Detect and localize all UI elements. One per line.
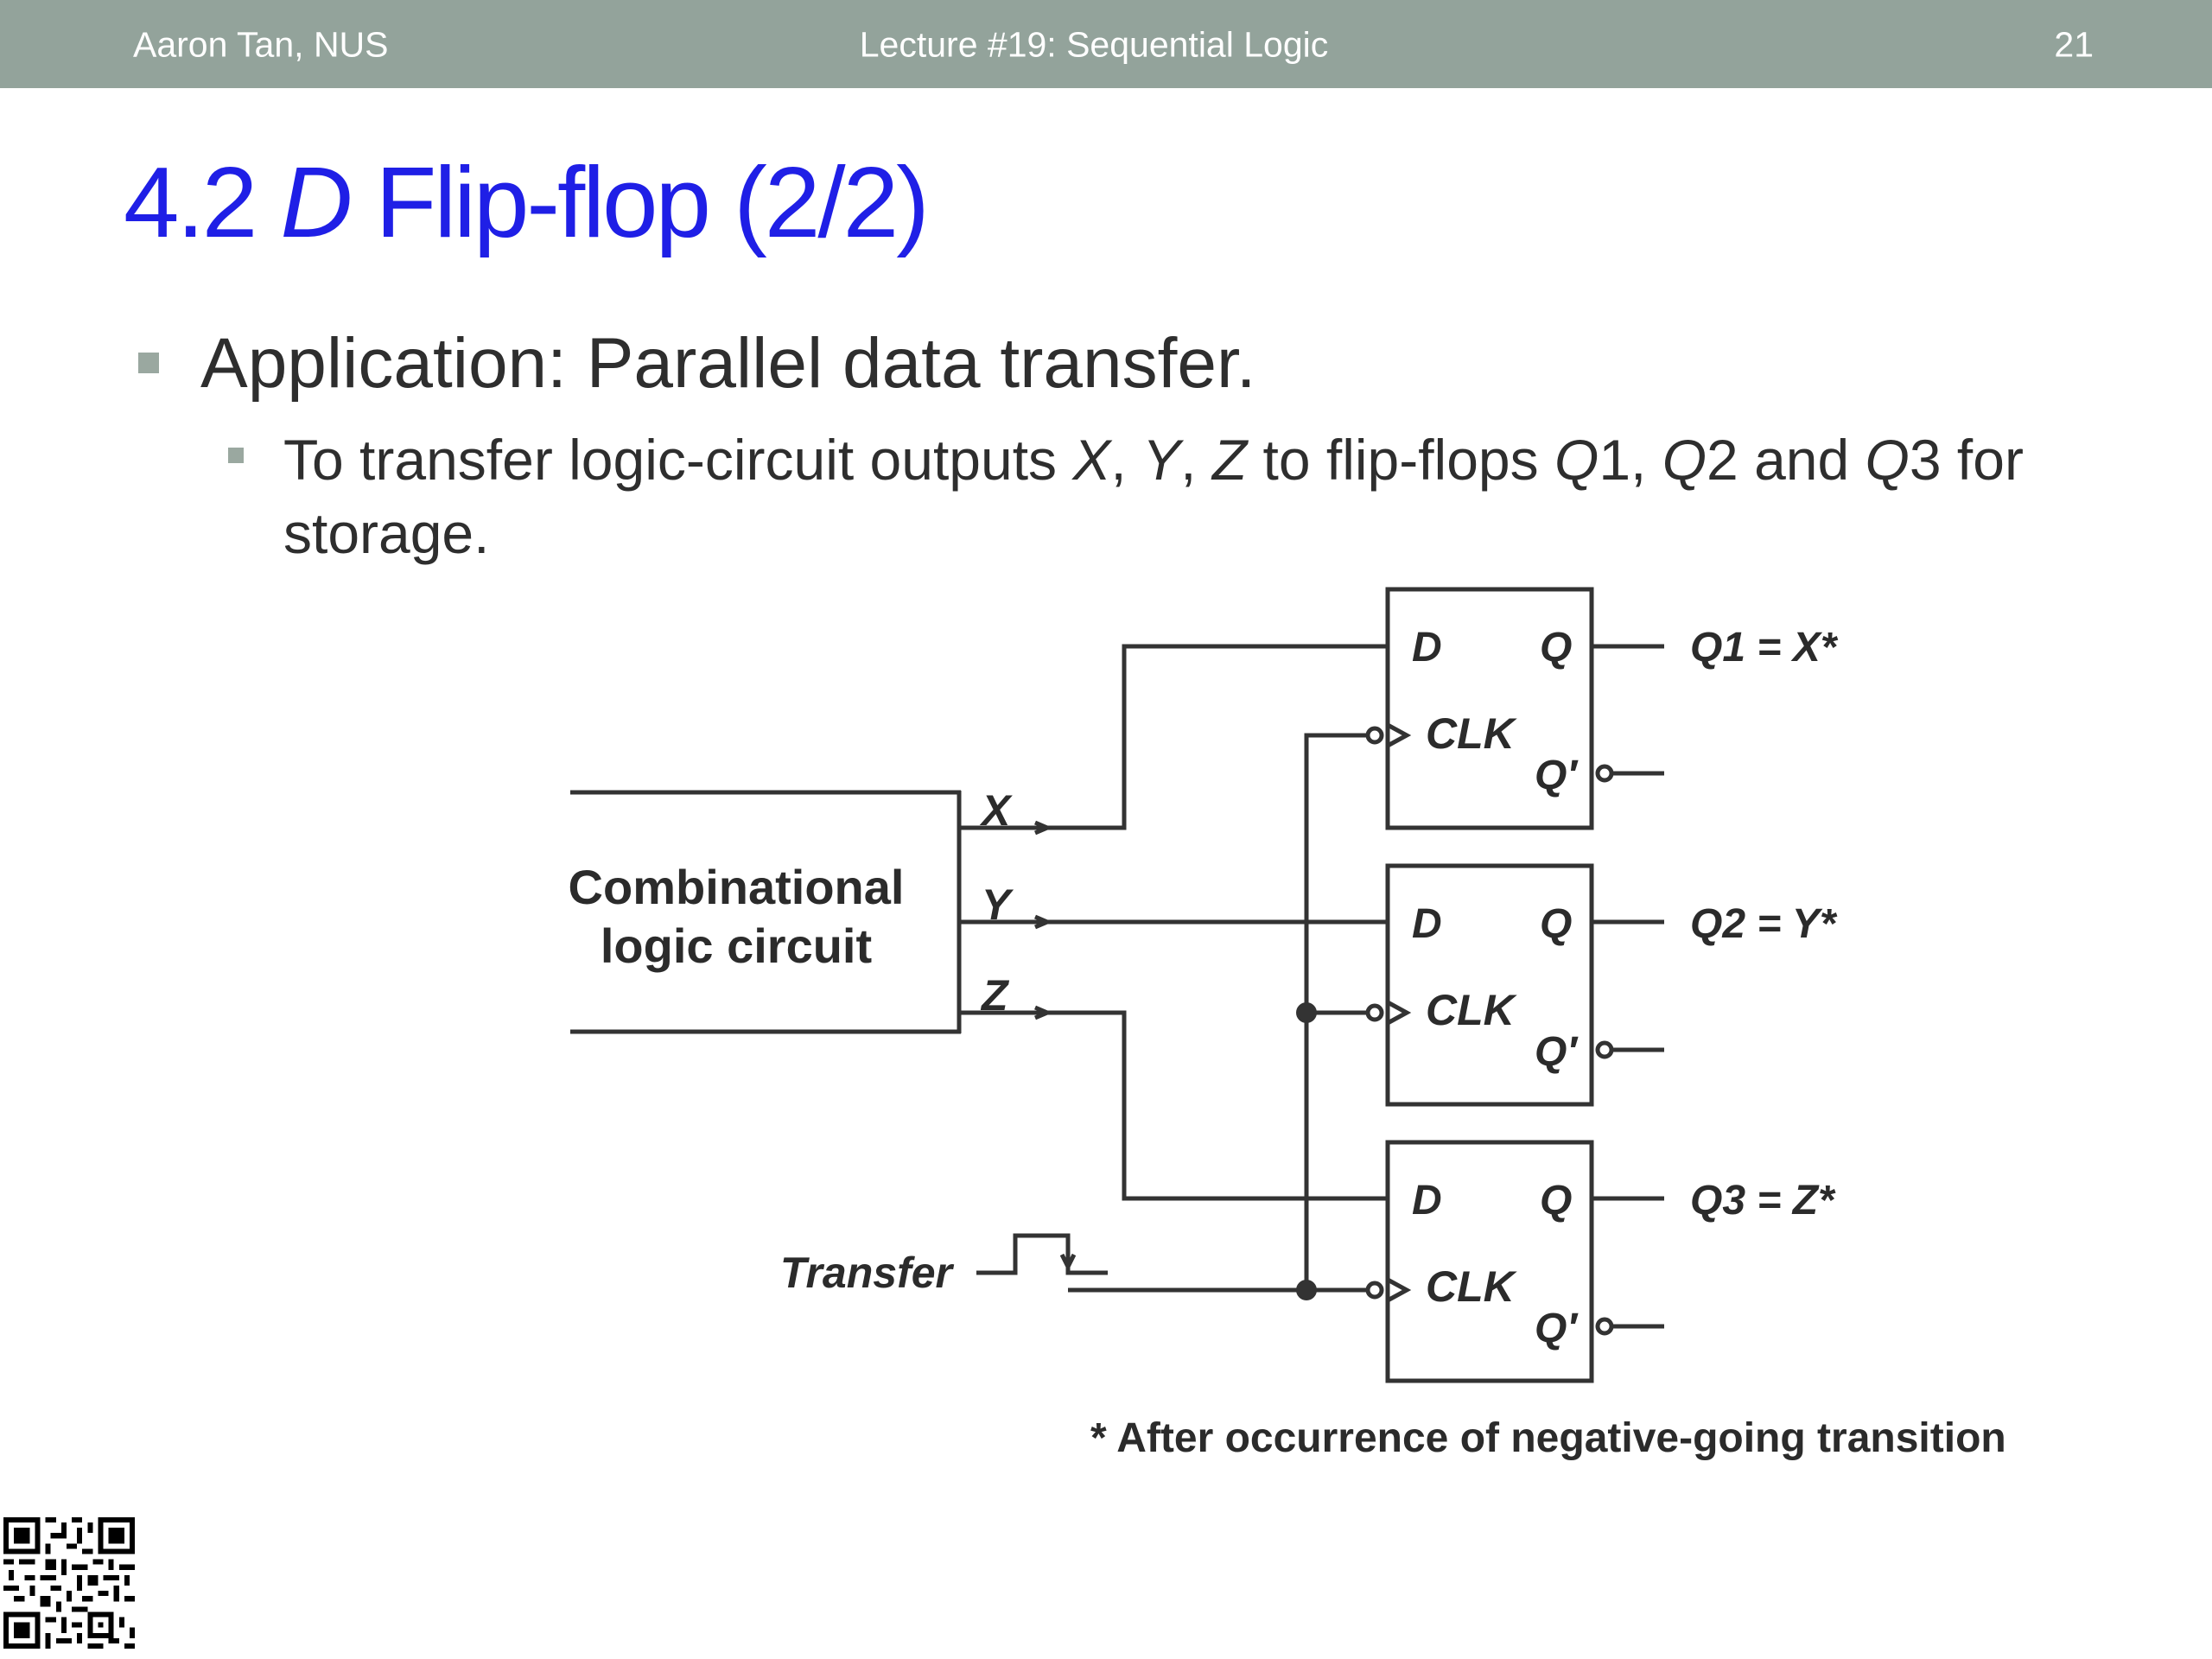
ff3-clk-label: CLK [1426, 1262, 1518, 1311]
sub-bullet-marker [228, 448, 244, 463]
label-x: X [979, 786, 1013, 835]
sub-var-q1: Q [1554, 428, 1599, 492]
header-author: Aaron Tan, NUS [133, 24, 389, 65]
ff2-d-label: D [1412, 901, 1442, 947]
ff2-qbar-bubble [1595, 1040, 1614, 1059]
label-y: Y [982, 880, 1014, 929]
sub-var-x: X [1072, 428, 1111, 492]
ff1-d-label: D [1412, 625, 1442, 671]
sub-var-y: Y [1142, 428, 1181, 492]
sub-comma-1: , [1110, 428, 1143, 492]
slide-title: 4.2 D Flip-flop (2/2) [124, 143, 930, 263]
pulse-arrow-head [1059, 1253, 1077, 1272]
ff3-clock-triangle [1386, 1277, 1412, 1303]
ff1-clk-label: CLK [1426, 709, 1518, 758]
arrow-x [1034, 820, 1053, 836]
diagram-footnote: * After occurrence of negative-going tra… [1090, 1415, 2006, 1461]
sub-text-2: to flip-flops [1247, 428, 1554, 492]
arrow-z [1034, 1005, 1053, 1020]
ff3-q-label: Q [1540, 1178, 1572, 1224]
qr-code [3, 1517, 135, 1649]
junction-dot-1 [1296, 1002, 1317, 1023]
bullet-main-text: Application: Parallel data transfer. [200, 324, 1256, 403]
ff1-output-label: Q1 = X* [1690, 625, 1839, 671]
ff1-q-label: Q [1540, 625, 1572, 671]
ff2-q-label: Q [1540, 901, 1572, 947]
junction-dot-2 [1296, 1280, 1317, 1300]
block-label-line1: Combinational [569, 860, 905, 914]
sub-text-1: To transfer logic-circuit outputs [283, 428, 1073, 492]
title-italic: D [280, 146, 353, 258]
sub-num-1: 1, [1599, 428, 1662, 492]
wire-z [959, 1010, 1388, 1201]
ff3-qbar-bubble [1595, 1317, 1614, 1336]
sub-var-q3: Q [1865, 428, 1910, 492]
ff3-qbar-label: Q′ [1535, 1306, 1579, 1351]
sub-num-2: 2 and [1707, 428, 1866, 492]
ff1-qbar-bubble [1595, 764, 1614, 783]
bullet-sub: To transfer logic-circuit outputs X, Y, … [283, 423, 2115, 570]
ff3-d-label: D [1412, 1178, 1442, 1224]
ff2-clk-label: CLK [1426, 986, 1518, 1034]
transfer-label: Transfer [780, 1249, 955, 1297]
transfer-pulse [976, 1233, 1108, 1275]
flipflop-1-box [1385, 587, 1594, 830]
flipflop-2-box [1385, 863, 1594, 1107]
ff3-clock-bubble [1365, 1281, 1384, 1300]
bullet-marker [138, 353, 159, 373]
header-bar: Aaron Tan, NUS Lecture #19: Sequential L… [0, 0, 2212, 88]
ff2-clock-triangle [1386, 1000, 1412, 1026]
ff1-clock-bubble [1365, 726, 1384, 745]
ff3-output-label: Q3 = Z* [1690, 1178, 1836, 1224]
sub-var-q2: Q [1662, 428, 1707, 492]
sub-comma-2: , [1180, 428, 1212, 492]
sub-num-3: 3 for storage. [283, 428, 2024, 565]
ff2-output-label: Q2 = Y* [1690, 901, 1838, 947]
ff2-qbar-label: Q′ [1535, 1029, 1579, 1075]
header-page-number: 21 [2054, 24, 2094, 65]
arrow-y [1034, 914, 1053, 930]
clock-bus [1304, 733, 1369, 1290]
label-z: Z [980, 971, 1010, 1020]
sub-var-z: Z [1211, 428, 1248, 492]
block-label-line2: logic circuit [601, 918, 872, 973]
title-suffix: Flip-flop (2/2) [350, 146, 929, 258]
wire-x [959, 644, 1388, 830]
ff1-clock-triangle [1386, 722, 1412, 748]
flipflop-3-box [1385, 1140, 1594, 1383]
header-lecture-title: Lecture #19: Sequential Logic [859, 24, 1329, 65]
title-prefix: 4.2 [124, 146, 281, 258]
ff1-qbar-label: Q′ [1535, 753, 1579, 798]
ff2-clock-bubble [1365, 1003, 1384, 1022]
